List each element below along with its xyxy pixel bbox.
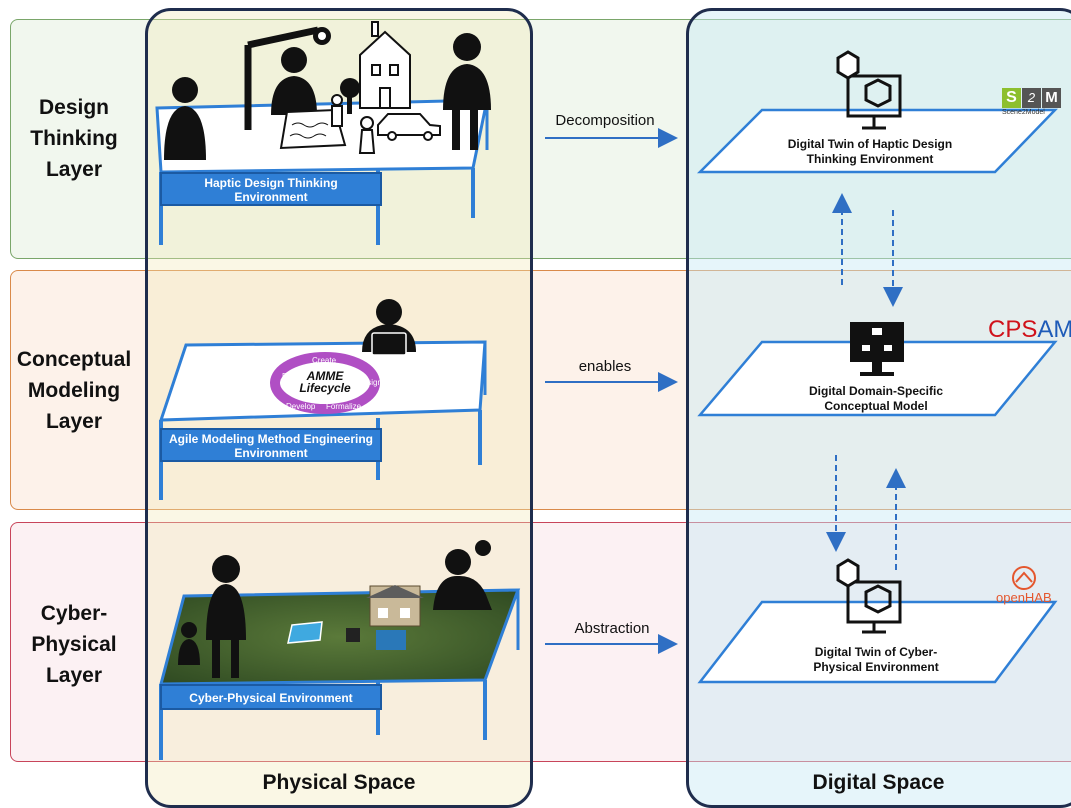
amme-phase-develop: Develop	[286, 402, 316, 411]
openhab-logo: openHAB	[996, 590, 1052, 605]
digital-twin-monitor-icon	[836, 50, 902, 130]
layer-title-line: Layer	[45, 158, 103, 181]
banner-line: Environment	[234, 190, 308, 204]
layer-title-line: Conceptual	[16, 348, 132, 371]
digital-space-title: Digital Space	[812, 771, 945, 794]
banner-line: Cyber-Physical Environment	[189, 691, 353, 705]
sensor-icon	[346, 628, 406, 650]
layer-title-line: Cyber-	[40, 602, 108, 625]
scene2model-logo: S 2 M Scene2Model	[1002, 88, 1066, 118]
house-icon	[359, 21, 411, 109]
logo-m: M	[1042, 88, 1061, 108]
amme-wheel-label: AMME Lifecycle	[290, 370, 360, 394]
amme-wheel-line: Lifecycle	[299, 381, 351, 395]
car-icon	[377, 113, 441, 141]
figure-icon	[331, 94, 376, 154]
openhab-hab: HAB	[1024, 590, 1052, 605]
cpsam-am: AM	[1037, 316, 1071, 343]
developer-person-icon	[362, 299, 416, 356]
conceptual-modeling-layer-title: Conceptual Modeling Layer	[10, 344, 138, 437]
twin-label-line: Conceptual Model	[824, 399, 928, 413]
twin-label-line: Physical Environment	[813, 660, 939, 674]
twin-label-line: Digital Twin of Cyber-	[814, 645, 938, 659]
crane-icon	[244, 26, 331, 130]
logo-s: S	[1002, 88, 1021, 108]
pool-icon	[279, 108, 347, 150]
amme-phase-design: Design	[357, 378, 382, 387]
cyber-physical-layer-title: Cyber- Physical Layer	[10, 598, 138, 691]
model-house-icon	[366, 585, 424, 627]
model-pool-icon	[287, 621, 323, 644]
abstraction-label: Abstraction	[574, 620, 650, 637]
twin-domain-label: Digital Domain-Specific Conceptual Model	[776, 384, 976, 414]
layer-title-line: Layer	[45, 410, 103, 433]
layer-title-line: Physical	[31, 633, 117, 656]
decomposition-label: Decomposition	[555, 112, 655, 129]
physical-space-title: Physical Space	[262, 771, 416, 794]
amme-phase-create: Create	[312, 356, 337, 365]
amme-lifecycle-wheel	[270, 352, 380, 414]
banner-line: Environment	[234, 446, 308, 460]
design-thinking-layer-title: Design Thinking Layer	[10, 92, 138, 185]
amme-phase-formalize: Formalize	[326, 402, 362, 411]
twin-haptic-plane	[696, 108, 1058, 174]
twin-cps-plane	[697, 600, 1058, 684]
cpsam-logo: CPSAM	[988, 316, 1071, 344]
person-icon	[443, 33, 491, 150]
person-icon	[164, 77, 206, 160]
cps-environment-banner: Cyber-Physical Environment	[160, 684, 382, 710]
parent-with-child-icon	[433, 540, 492, 610]
enables-label: enables	[578, 358, 632, 375]
twin-label-line: Digital Domain-Specific	[808, 384, 944, 398]
openhab-logo-icon	[1012, 566, 1036, 590]
logo-2: 2	[1022, 88, 1041, 108]
person-icon	[271, 47, 317, 115]
amme-wheel-line: AMME	[306, 369, 344, 383]
amme-table	[158, 340, 487, 500]
cpsam-cps: CPS	[988, 316, 1038, 343]
amme-environment-banner: Agile Modeling Method Engineering Enviro…	[160, 428, 382, 462]
adult-person-icon	[206, 555, 246, 678]
tree-icon	[340, 78, 360, 114]
layer-title-line: Modeling	[27, 379, 121, 402]
amme-phase-deploy: Deploy	[282, 372, 307, 381]
banner-line: Haptic Design Thinking	[204, 176, 338, 190]
layer-title-line: Thinking	[30, 127, 118, 150]
twin-domain-plane	[697, 340, 1058, 417]
twin-label-line: Thinking Environment	[806, 152, 934, 166]
twin-cps-label: Digital Twin of Cyber- Physical Environm…	[776, 645, 976, 675]
banner-line: Agile Modeling Method Engineering	[169, 432, 373, 446]
twin-haptic-label: Digital Twin of Haptic Design Thinking E…	[770, 137, 970, 167]
digital-twin-monitor-icon	[836, 558, 902, 634]
haptic-environment-banner: Haptic Design Thinking Environment	[160, 172, 382, 206]
logo-caption: Scene2Model	[1002, 109, 1045, 116]
layer-title-line: Layer	[45, 664, 103, 687]
child-person-icon	[178, 622, 200, 665]
openhab-open: open	[996, 590, 1025, 605]
twin-label-line: Digital Twin of Haptic Design	[787, 137, 953, 151]
model-monitor-icon	[850, 322, 904, 376]
layer-title-line: Design	[38, 96, 109, 119]
